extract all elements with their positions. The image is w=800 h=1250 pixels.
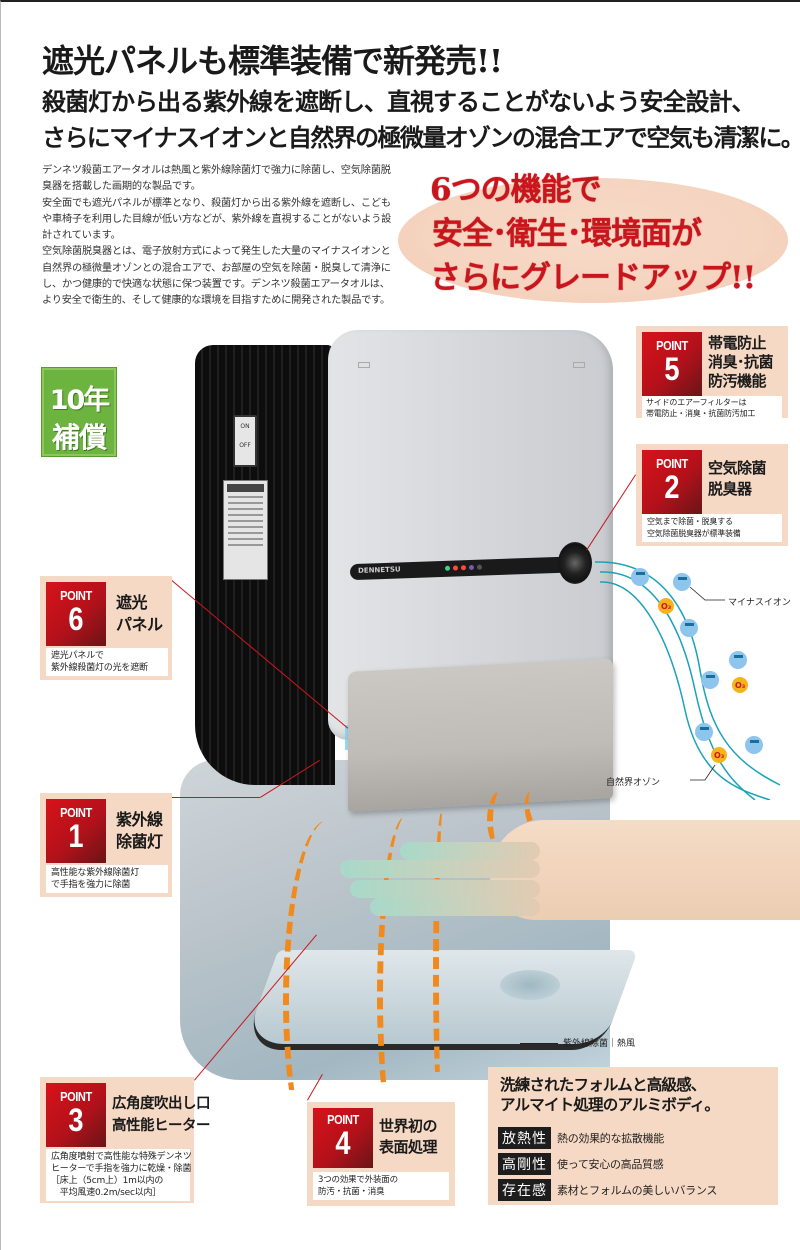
svg-text:O₃: O₃ [714,751,725,760]
point-6-description: 遮光パネルで紫外線殺菌灯の光を遮断 [46,648,168,676]
sub-headline-1: 殺菌灯から出る紫外線を遮断し、直視することがないよう安全設計、 [42,87,756,116]
point-5-title: 帯電防止消臭･抗菌防汚機能 [708,334,774,390]
point-3-description: 広角度噴射で高性能な特殊デンネツヒーターで手指を強力に乾燥・除菌［床上（5cm上… [46,1149,192,1201]
switch-on-label: ON [240,423,250,430]
point-4-description: 3つの効果で外装面の防汚・抗菌・消臭 [313,1172,449,1200]
vent-right [573,362,585,368]
point-5-card: POINT 5 帯電防止消臭･抗菌防汚機能 サイドのエアーフィルターは帯電防止・… [636,326,788,420]
minus-ion-icons [631,568,763,754]
ozone-icons: O₃ O₃ O₃ [658,598,748,763]
slogan-line-2: 安全･衛生･環境面が [432,216,702,252]
hand-palm [490,820,800,920]
point-6-title: 遮光パネル [116,593,163,634]
point-2-title: 空気除菌脱臭器 [708,459,767,498]
point-4-title: 世界初の表面処理 [379,1117,438,1156]
feature-rigidity: 高剛性 使って安心の高品質感 [498,1153,664,1175]
feature-presence: 存在感 素材とフォルムの美しいバランス [498,1179,717,1201]
vent-left [358,362,370,368]
aluminum-body-features: 洗練されたフォルムと高級感、 アルマイト処理のアルミボディ。 放熱性 熱の効果的… [488,1067,778,1205]
point-3-card: POINT 3 広角度吹出し口高性能ヒーター 広角度噴射で高性能な特殊デンネツヒ… [40,1077,211,1203]
main-headline: 遮光パネルも標準装備で新発売!! [42,42,503,80]
slogan-background [398,178,788,303]
point-1-badge: POINT 1 [46,799,106,863]
leader-line-point1-a [172,797,260,798]
intro-paragraph-3: 空気除菌脱臭器とは、電子放射方式によって発生した大量のマイナスイオンと自然界の極… [42,246,391,307]
intro-paragraph-1: デンネツ殺菌エアータオルは熱風と紫外線除菌灯で強力に除菌し、空気除菌脱臭器を搭載… [42,165,391,193]
airflow-arc-1 [283,820,328,1090]
uv-heat-label: 紫外線除菌｜熱風 [563,1039,636,1049]
point-6-badge: POINT 6 [46,582,106,646]
minus-ion-label: マイナスイオン [728,598,791,608]
point-1-title: 紫外線除菌灯 [116,810,163,851]
rating-label-plate [223,480,268,580]
point-3-title: 広角度吹出し口高性能ヒーター [112,1096,211,1134]
point-5-description: サイドのエアーフィルターは帯電防止・消臭・抗菌防汚加工 [642,396,782,420]
svg-text:O₃: O₃ [735,681,746,690]
airflow-arc-2 [377,815,407,1085]
point-2-badge: POINT 2 [642,450,702,514]
airflow-arc-4 [487,790,502,850]
point-1-card: POINT 1 紫外線除菌灯 高性能な紫外線除菌灯で手指を強力に除菌 [40,793,172,897]
point-2-card: POINT 2 空気除菌脱臭器 空気まで除菌・脱臭する空気除菌脱臭器が標準装備 [636,444,788,546]
aluminum-body-heading: 洗練されたフォルムと高級感、 アルマイト処理のアルミボディ。 [500,1076,720,1114]
svg-text:O₃: O₃ [661,602,672,611]
slogan: 6つの機能で 安全･衛生･環境面が さらにグレードアップ!! [430,168,756,300]
point-5-badge: POINT 5 [642,332,702,396]
slogan-line-3: さらにグレードアップ!! [430,260,756,296]
ozone-label: 自然界オゾン [606,778,661,788]
point-1-description: 高性能な紫外線除菌灯で手指を強力に除菌 [46,865,168,893]
power-switch: ON OFF [233,415,257,467]
point-6-card: POINT 6 遮光パネル 遮光パネルで紫外線殺菌灯の光を遮断 [40,576,172,680]
uv-callout-line [520,1043,558,1044]
brand-logo: DENNETSU [357,565,401,575]
light-shield-panel [348,658,613,812]
airflow-arc-3 [433,808,443,1072]
switch-off-label: OFF [239,442,251,449]
point-4-badge: POINT 4 [313,1108,373,1168]
ion-stream-diagram: O₃ O₃ O₃ [594,561,781,800]
feature-heat-dissipation: 放熱性 熱の効果的な拡散機能 [498,1127,664,1149]
point-3-badge: POINT 3 [46,1083,106,1147]
intro-paragraph-2: 安全面でも遮光パネルが標準となり、殺菌灯から出る紫外線を遮断し、こどもや車椅子を… [42,197,392,242]
warranty-years: 10年 [49,385,111,416]
status-leds [444,564,483,571]
intro-text: デンネツ殺菌エアータオルは熱風と紫外線除菌灯で強力に除菌し、空気除菌脱臭器を搭載… [42,163,392,310]
warranty-badge: 10年 補償 [41,367,117,457]
point-4-card: POINT 4 世界初の表面処理 3つの効果で外装面の防汚・抗菌・消臭 [307,1102,455,1206]
product-rear-housing: ON OFF [195,345,335,785]
slogan-line-1: 6つの機能で [430,172,602,208]
hands-illustration [340,820,800,940]
point-2-description: 空気まで除菌・脱臭する空気除菌脱臭器が標準装備 [642,514,782,542]
drip-basin [500,970,560,1000]
sub-headline-2: さらにマイナスイオンと自然界の極微量オゾンの混合エアで空気も清潔に。 [42,123,800,152]
warranty-label: 補償 [51,421,107,454]
